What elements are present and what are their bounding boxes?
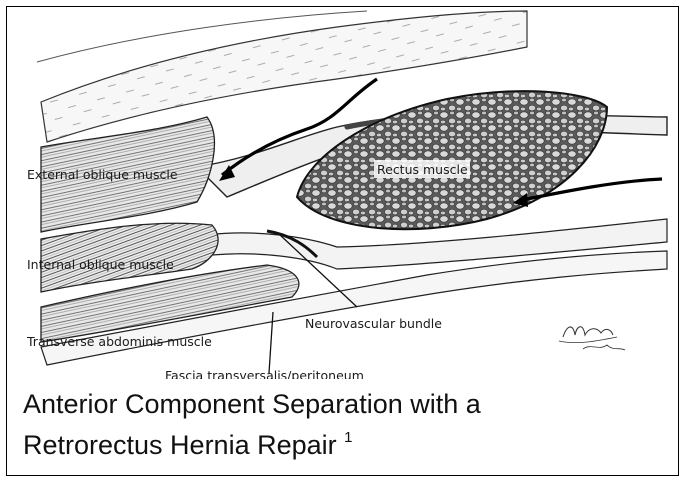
figure-frame: Rectus muscle External oblique muscle In… [6,6,679,476]
neurovascular-label: Neurovascular bundle [305,316,442,331]
external-oblique-label: External oblique muscle [27,167,178,182]
caption-line-2: Retrorectus Hernia Repair 1 [23,421,663,462]
anatomy-illustration: Rectus muscle External oblique muscle In… [7,7,679,379]
fascia-label: Fascia transversalis/peritoneum [165,368,364,379]
figure-caption: Anterior Component Separation with a Ret… [23,387,663,462]
transverse-label: Transverse abdominis muscle [26,334,212,349]
artist-signature [559,327,625,350]
rectus-label: Rectus muscle [377,162,468,177]
caption-line-2-text: Retrorectus Hernia Repair [23,430,337,460]
footnote-marker: 1 [344,429,352,446]
caption-line-1: Anterior Component Separation with a [23,387,663,421]
internal-oblique-label: Internal oblique muscle [27,257,174,272]
